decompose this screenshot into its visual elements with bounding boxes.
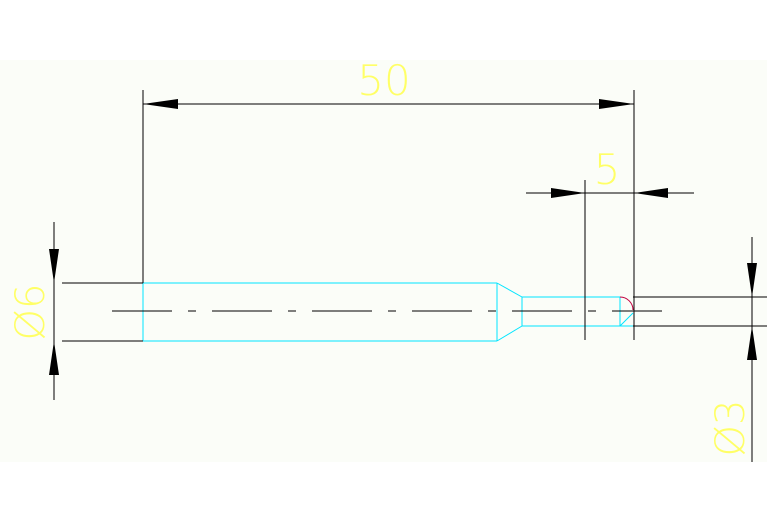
arrowhead-5-left (551, 188, 585, 198)
arrowhead-5-right (634, 188, 668, 198)
taper-bottom-edge (496, 325, 523, 342)
dimension-large-diameter: Ø6 (8, 222, 59, 400)
arrowhead-dia6-top (49, 249, 59, 283)
drawing-sheet (0, 60, 767, 462)
arrowhead-dia3-top (747, 263, 757, 297)
dimension-tip-length: 5 (526, 145, 694, 198)
dimension-small-diameter: Ø3 (708, 237, 757, 462)
dim-text-5: 5 (594, 145, 621, 194)
taper-top-edge (496, 282, 523, 298)
dim-text-dia6: Ø6 (8, 284, 54, 341)
tip-chamfer (619, 312, 634, 327)
arrowhead-dia6-bottom (49, 341, 59, 375)
extension-lines (62, 90, 767, 342)
dimension-overall-length: 50 (143, 56, 634, 109)
arrowhead-50-left (143, 99, 178, 109)
dim-text-50: 50 (357, 56, 410, 105)
arrowhead-dia3-bottom (747, 326, 757, 360)
arrowhead-50-right (599, 99, 634, 109)
dim-text-dia3: Ø3 (708, 400, 754, 457)
tip-fillet-arc (619, 296, 634, 311)
part-outline (142, 282, 634, 342)
